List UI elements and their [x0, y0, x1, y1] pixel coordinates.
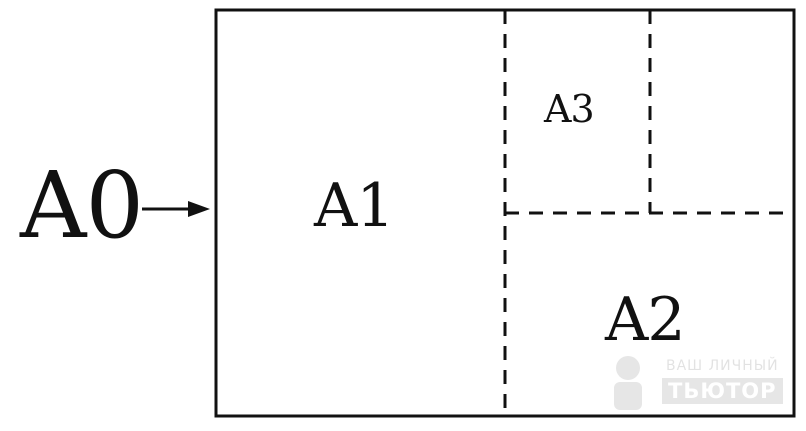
label-a1: A1 — [314, 171, 395, 241]
watermark-logo: ВАШ ЛИЧНЫЙ ТЬЮТОР — [600, 350, 795, 412]
watermark-line2: ТЬЮТОР — [662, 378, 783, 404]
label-a2: A2 — [605, 285, 686, 355]
label-a3: A3 — [544, 87, 595, 131]
watermark-line1: ВАШ ЛИЧНЫЙ — [666, 358, 779, 374]
arrow-icon — [142, 201, 210, 217]
label-a0: A0 — [20, 152, 144, 259]
tutor-figure-icon — [614, 356, 642, 410]
